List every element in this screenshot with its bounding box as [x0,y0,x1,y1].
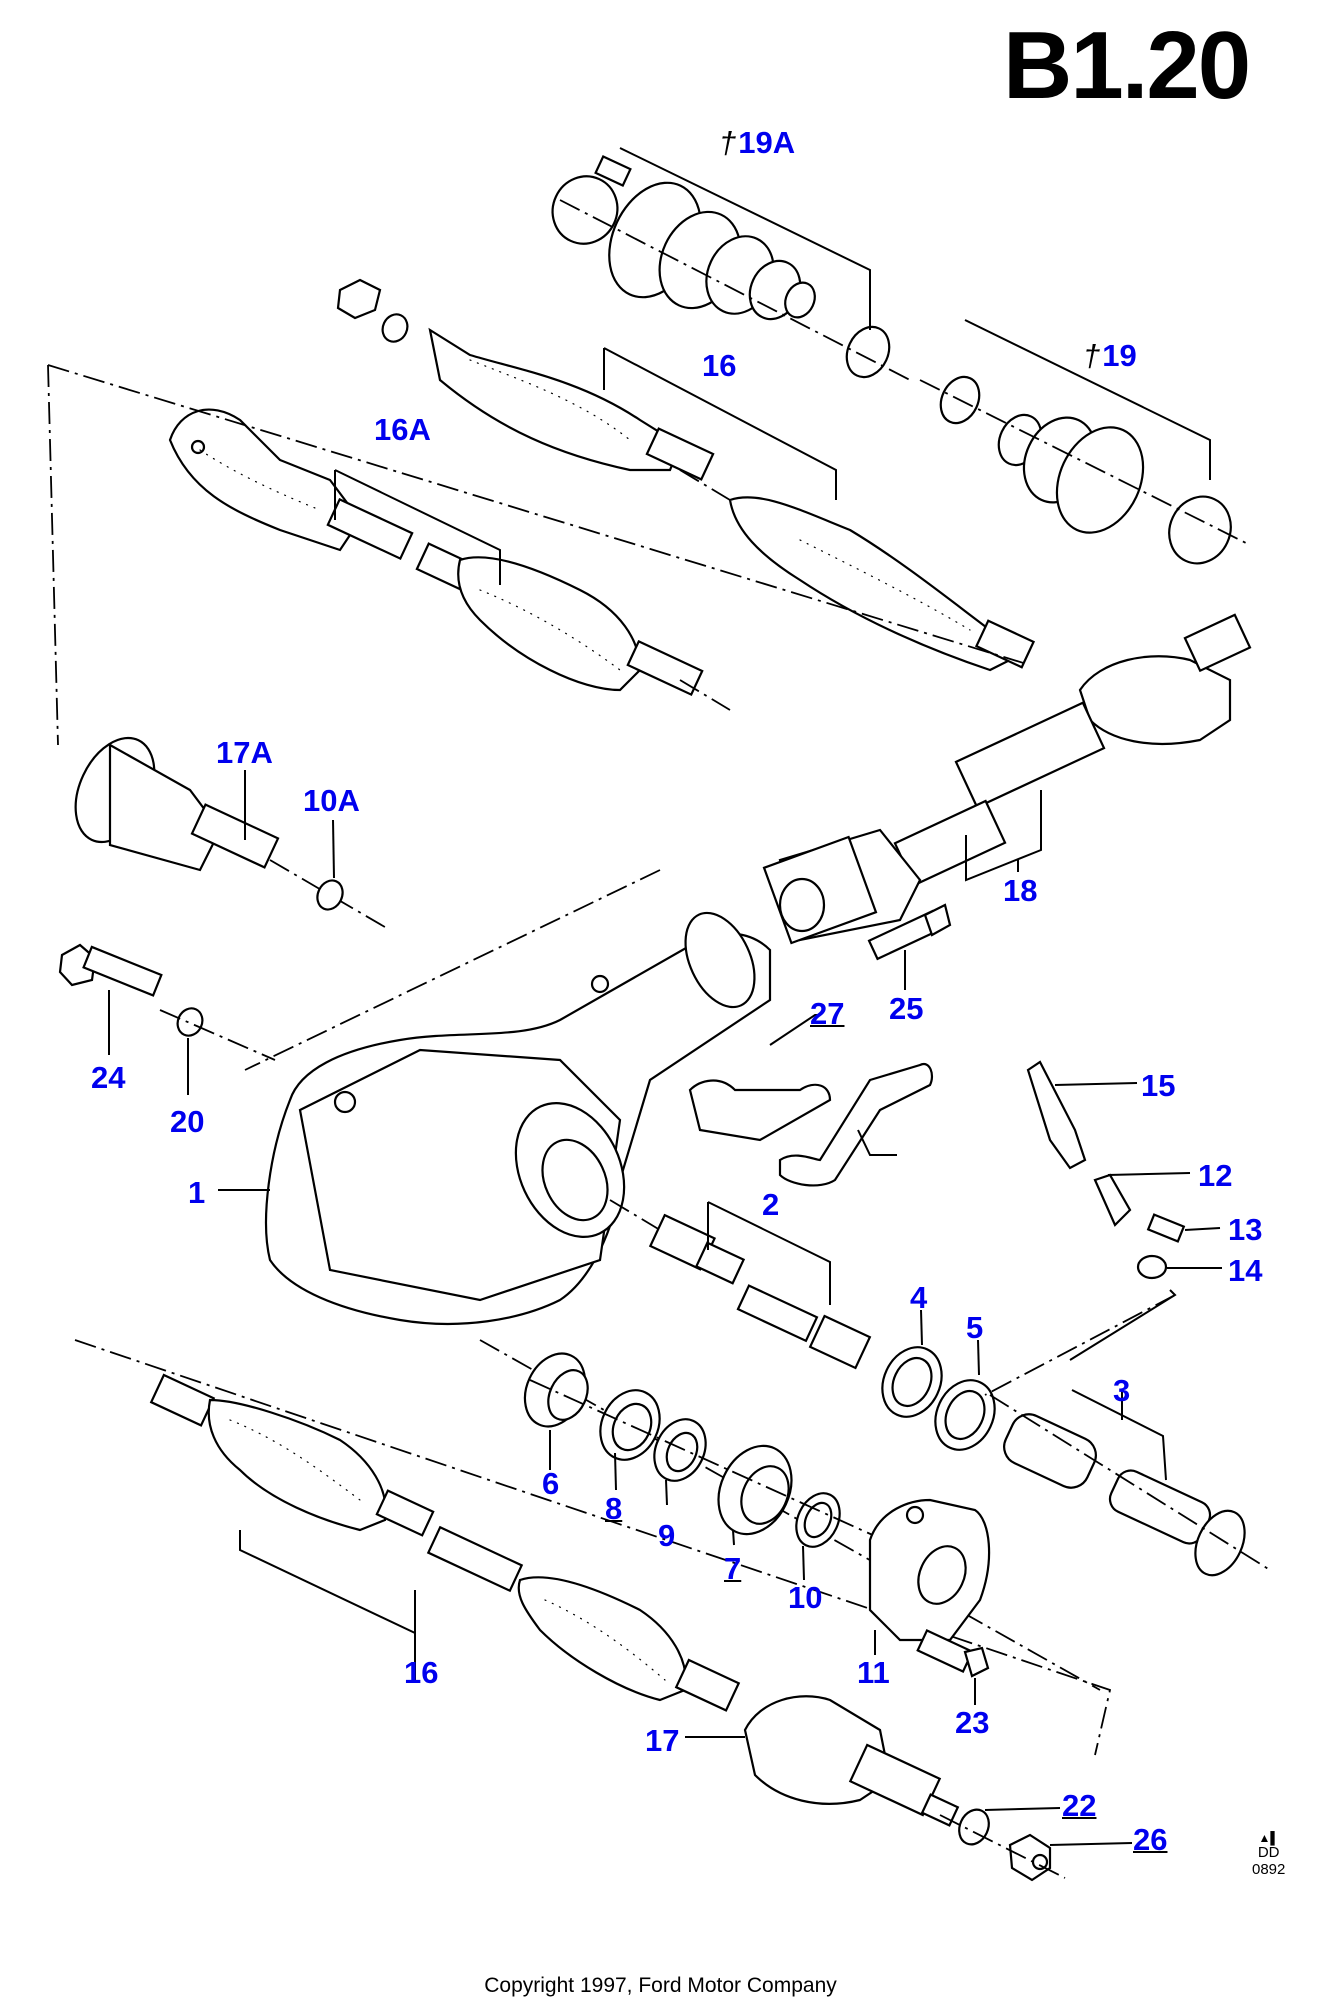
part-17-cv-joint[interactable] [685,1696,958,1825]
callout-16a[interactable]: 16A [374,412,431,447]
callout-14[interactable]: 14 [1228,1253,1263,1288]
part-24-bolt[interactable] [869,905,950,990]
part-2-shaft[interactable] [650,1202,869,1368]
part-20-washer[interactable] [173,1004,207,1095]
part-23-bolt[interactable] [60,945,161,1055]
part-25-nut[interactable] [1010,1835,1132,1880]
part-22-bolt[interactable] [918,1630,988,1705]
callout-19a[interactable]: †19A [719,125,796,160]
copyright-notice: Copyright 1997, Ford Motor Company [484,1974,837,1997]
callout-13[interactable]: 13 [1228,1212,1263,1247]
callout-19[interactable]: †19 [1083,338,1137,373]
callout-11[interactable]: 11 [857,1655,890,1690]
axis-17-to-25 [940,1815,1065,1878]
obsolete-mark: † [719,125,737,160]
callout-21[interactable]: 22 [1062,1788,1097,1823]
assembly-frame-left [48,365,58,745]
callout-6[interactable]: 6 [542,1466,560,1501]
part-12-sensor-body[interactable] [1095,1173,1190,1225]
part-17a-cv-joint[interactable] [60,725,390,930]
axis-23-to-housing [160,1010,275,1060]
part-13-plug[interactable] [1148,1215,1220,1242]
obsolete-mark: † [1083,338,1101,373]
callout-4[interactable]: 4 [910,1280,928,1315]
part-7-gear[interactable] [705,1434,806,1546]
part-16a-shaft[interactable] [170,410,730,710]
callout-17a[interactable]: 17A [216,735,273,770]
part-6-bearing[interactable] [514,1344,597,1470]
reference-symbol: ▲▌ [1258,1831,1279,1845]
callout-10a[interactable]: 10A [303,783,360,818]
part-9-snap-ring[interactable] [645,1411,716,1505]
part-19a-boot-kit[interactable] [542,148,910,384]
callout-15[interactable]: 15 [1141,1068,1176,1103]
assembly-frame-top [48,365,1030,665]
assembly-frame-right [985,1295,1175,1395]
callout-16-upper[interactable]: 16 [702,348,737,383]
callout-23[interactable]: 24 [91,1060,126,1095]
callout-12[interactable]: 12 [1198,1158,1233,1193]
assembly-frame-lower [75,1340,1110,1755]
part-3-tube-set[interactable] [990,1390,1270,1583]
part-18-propshaft[interactable] [764,615,1250,943]
callout-10[interactable]: 10 [788,1580,823,1615]
reference-code-line2: 0892 [1252,1860,1286,1878]
callout-22[interactable]: 23 [955,1705,990,1740]
part-16-upper-driveshaft[interactable] [338,280,1034,670]
part-8-seal[interactable] [589,1381,670,1490]
part-19-boot-kit[interactable] [920,320,1250,573]
part-15-speedo-drive[interactable] [1028,1062,1137,1168]
part-26-bracket[interactable] [690,1015,830,1140]
reference-code-line1: DD [1257,1844,1280,1862]
callout-25[interactable]: 26 [1133,1822,1168,1857]
part-4-seal[interactable] [871,1310,952,1426]
part-10a-circlip[interactable] [313,820,347,914]
part-21-washer[interactable] [954,1805,1060,1849]
callout-2[interactable]: 2 [762,1187,780,1222]
assembly-frame-mid [245,870,660,1070]
callout-9[interactable]: 9 [658,1518,676,1553]
part-14-seal[interactable] [1070,1256,1222,1360]
callout-1[interactable]: 1 [188,1175,206,1210]
sheet-identifier: B1.20 [1003,12,1251,119]
callout-7[interactable]: 7 [724,1551,742,1586]
part-27-bracket[interactable] [780,1064,932,1185]
callout-8[interactable]: 8 [605,1491,623,1526]
part-11-housing[interactable] [870,1500,989,1655]
callout-17[interactable]: 17 [645,1723,680,1758]
part-1-differential-housing[interactable] [218,902,770,1324]
part-16-lower-driveshaft[interactable] [151,1375,739,1710]
part-5-seal[interactable] [924,1340,1005,1459]
callout-18[interactable]: 18 [1003,873,1038,908]
callout-20[interactable]: 20 [170,1104,205,1139]
callout-5[interactable]: 5 [966,1310,984,1345]
callout-3[interactable]: 3 [1113,1373,1131,1408]
callout-26[interactable]: 27 [810,996,845,1031]
callout-24[interactable]: 25 [889,991,924,1026]
reference-code: ▲▌ DD 0892 [1252,1831,1286,1878]
part-10-washer[interactable] [788,1486,848,1580]
callout-16-lower[interactable]: 16 [404,1655,439,1690]
